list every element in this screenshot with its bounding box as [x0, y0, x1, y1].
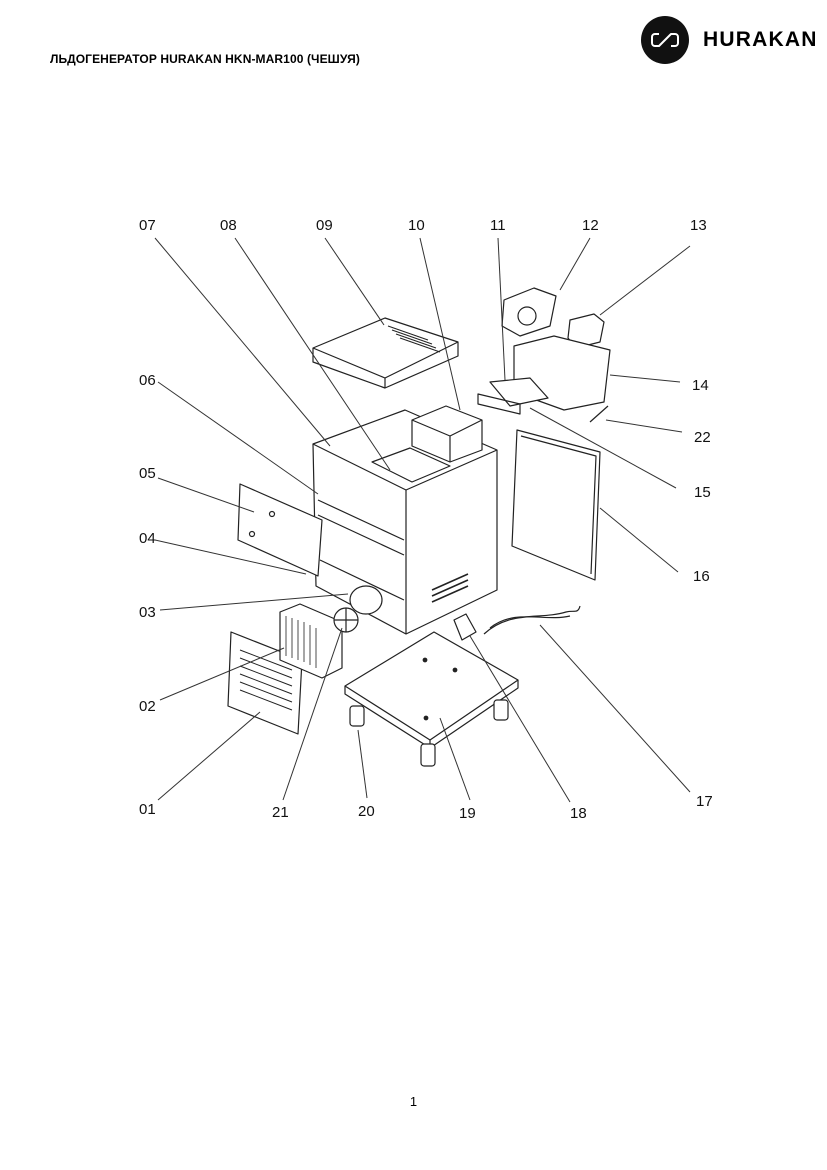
callout-label: 05	[139, 465, 156, 482]
callout-label: 11	[490, 217, 506, 234]
callout-label: 06	[139, 372, 156, 389]
base-plate	[344, 631, 519, 741]
document-title: ЛЬДОГЕНЕРАТОР HURAKAN HKN-MAR100 (ЧЕШУЯ)	[50, 52, 360, 66]
callout-label: 19	[459, 805, 476, 822]
foot	[420, 743, 436, 767]
side-vent-icon	[431, 573, 469, 603]
callout-label: 15	[694, 484, 711, 501]
callout-label: 21	[272, 804, 289, 821]
controller-box	[453, 613, 477, 641]
callout-label: 12	[582, 217, 599, 234]
callout-label: 13	[690, 217, 707, 234]
callout-label: 18	[570, 805, 587, 822]
callout-label: 08	[220, 217, 237, 234]
callout-label: 14	[692, 377, 709, 394]
grille-vent-icon	[239, 649, 293, 711]
brand-logo: HURAKAN	[641, 16, 818, 64]
door-panel	[237, 483, 323, 577]
motor-support	[567, 313, 605, 349]
side-panel	[511, 429, 601, 581]
lid-vent-icon	[387, 325, 441, 353]
top-lid	[312, 317, 459, 389]
small-part	[589, 405, 609, 423]
callout-label: 02	[139, 698, 156, 715]
brand-name: HURAKAN	[703, 28, 818, 51]
callout-label: 20	[358, 803, 375, 820]
callout-label: 10	[408, 217, 425, 234]
callout-label: 17	[696, 793, 713, 810]
evaporator-box	[411, 405, 483, 463]
callout-label: 01	[139, 801, 156, 818]
power-cable	[483, 605, 581, 635]
compressor	[349, 585, 383, 615]
callout-label: 04	[139, 530, 156, 547]
callout-label: 16	[693, 568, 710, 585]
page-number: 1	[409, 1094, 418, 1109]
callout-label: 07	[139, 217, 156, 234]
gear-motor	[501, 287, 557, 337]
auger-tube	[489, 377, 549, 407]
foot	[349, 705, 365, 727]
callout-label: 22	[694, 429, 711, 446]
hurakan-logo-icon	[641, 16, 689, 64]
foot	[493, 699, 509, 721]
condenser	[279, 603, 343, 679]
callout-label: 09	[316, 217, 333, 234]
callout-label: 03	[139, 604, 156, 621]
